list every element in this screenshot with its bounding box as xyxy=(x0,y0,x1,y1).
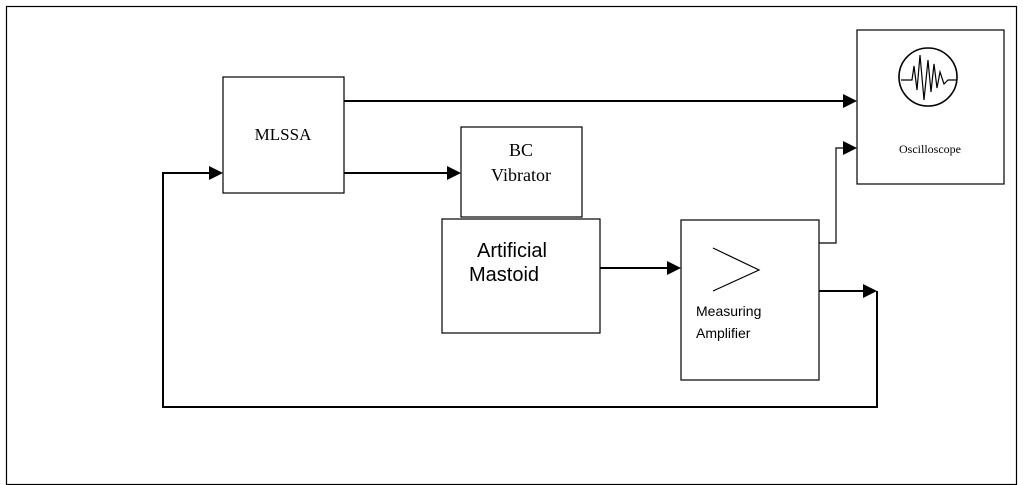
measuring-amplifier-block: Measuring Amplifier xyxy=(680,219,820,381)
bc-vibrator-block: BC Vibrator xyxy=(460,126,583,218)
waveform-icon xyxy=(898,47,958,107)
amplifier-triangle-icon xyxy=(712,247,761,292)
bc-vibrator-label-line1: BC xyxy=(509,140,533,160)
oscilloscope-block: Oscilloscope xyxy=(856,29,1005,185)
mlssa-label: MLSSA xyxy=(255,125,312,144)
connection-mastoid-to-amplifier xyxy=(600,261,681,275)
artificial-mastoid-block: Artificial Mastoid xyxy=(441,218,601,334)
bc-vibrator-label-line2: Vibrator xyxy=(491,165,551,185)
connection-mlssa-to-oscilloscope xyxy=(344,94,857,108)
artificial-mastoid-label-line2: Mastoid xyxy=(469,264,539,286)
connection-amplifier-to-oscilloscope xyxy=(819,141,857,244)
measuring-amplifier-label-line2: Amplifier xyxy=(696,325,751,341)
oscilloscope-label: Oscilloscope xyxy=(899,142,961,156)
mlssa-block: MLSSA xyxy=(222,76,345,194)
artificial-mastoid-label-line1: Artificial xyxy=(477,240,547,262)
measuring-amplifier-label-line1: Measuring xyxy=(696,303,761,319)
connection-amplifier-feedback-to-mlssa xyxy=(162,166,878,408)
connection-mlssa-to-bc-vibrator xyxy=(344,166,461,180)
